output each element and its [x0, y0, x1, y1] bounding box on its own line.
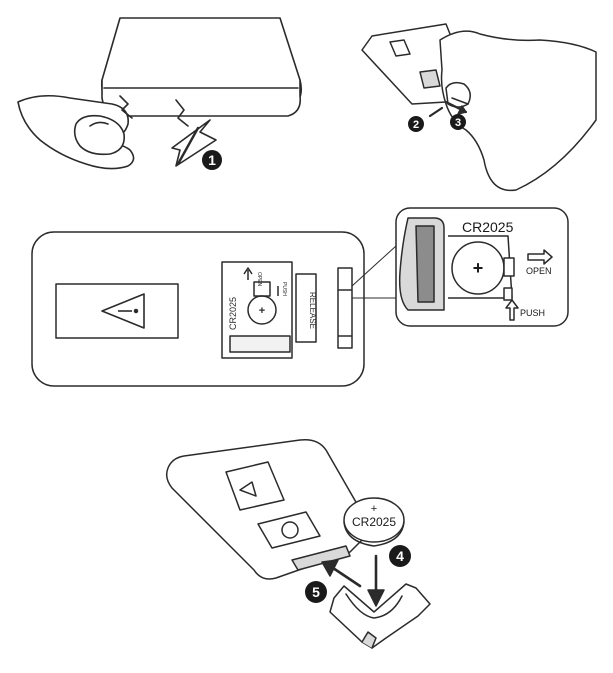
tray-slot-perspective [291, 545, 351, 571]
battery-model-label-small: CR2025 [228, 297, 238, 330]
tray-grip-shade [415, 225, 435, 303]
thumb-outline [73, 114, 126, 156]
push-tab-zoom [503, 287, 513, 301]
release-label: RELEASE [308, 292, 317, 329]
panel-remote-back [31, 231, 365, 387]
open-label: OPEN [526, 266, 552, 276]
arrow-pull-head [457, 105, 467, 115]
tray-curve [345, 593, 403, 619]
step-3-number: 3 [455, 117, 461, 129]
step-3-badge: 3 [450, 114, 466, 130]
step-1-number: 1 [208, 152, 216, 168]
arrow-slide-in-icon [321, 559, 339, 577]
step-5-badge: 5 [305, 581, 327, 603]
coin-plus-sign: + [371, 503, 377, 515]
warning-label-perspective [225, 461, 285, 511]
coin-model-label: CR2025 [352, 515, 396, 529]
panel-insert-battery [165, 438, 431, 649]
hand-large [439, 30, 597, 192]
warning-label-box [55, 283, 179, 339]
panel-pull-tray [361, 23, 597, 192]
warning-triangle-icon [101, 293, 145, 329]
remote-edge [101, 79, 302, 117]
battery-small-perspective [281, 521, 299, 539]
arrow-slide-in-shaft [328, 564, 362, 588]
battery-latch [253, 281, 271, 297]
warning-triangle-icon-small [389, 39, 411, 57]
tray-grip [229, 335, 291, 353]
push-label: PUSH [520, 308, 545, 318]
battery-model-label: CR2025 [462, 219, 514, 235]
arrow-shaft [176, 126, 200, 166]
arrow-up-icon [505, 299, 519, 321]
zoom-connector-top [351, 245, 397, 287]
tray-tab [361, 631, 377, 649]
side-release-button [337, 267, 353, 349]
finger-crease [451, 97, 469, 105]
latch-notch-right [175, 99, 189, 127]
step-4-badge: 4 [389, 545, 411, 567]
plus-sign: + [473, 258, 484, 278]
step-5-number: 5 [312, 584, 320, 600]
coin-battery-edge [343, 521, 405, 547]
arrow-up-head-small [243, 267, 253, 275]
warning-exclamation-dot [133, 308, 139, 314]
tray-slot [419, 69, 441, 89]
step-2-badge: 2 [408, 116, 424, 132]
open-label-small: OPEN [256, 272, 262, 287]
step-4-number: 4 [396, 548, 404, 564]
push-label-small: PUSH [281, 282, 287, 296]
remote-perspective [165, 438, 373, 580]
thumbnail-line [89, 121, 109, 127]
step-1-badge: 1 [202, 150, 222, 170]
arrow-push-icon [428, 106, 444, 118]
release-label-box [295, 273, 317, 343]
panel-push-latch [17, 17, 303, 170]
plus-sign-small: + [259, 305, 265, 317]
step-2-number: 2 [413, 119, 419, 131]
panel-zoom-detail [395, 207, 569, 327]
arrow-right-icon [527, 249, 553, 265]
tray-latch-zoom [503, 257, 515, 277]
warning-triangle-icon-perspective [239, 481, 257, 497]
arrow-down-insert-icon [367, 589, 385, 607]
coin-battery [343, 497, 405, 543]
latch-notch-left [119, 95, 133, 119]
